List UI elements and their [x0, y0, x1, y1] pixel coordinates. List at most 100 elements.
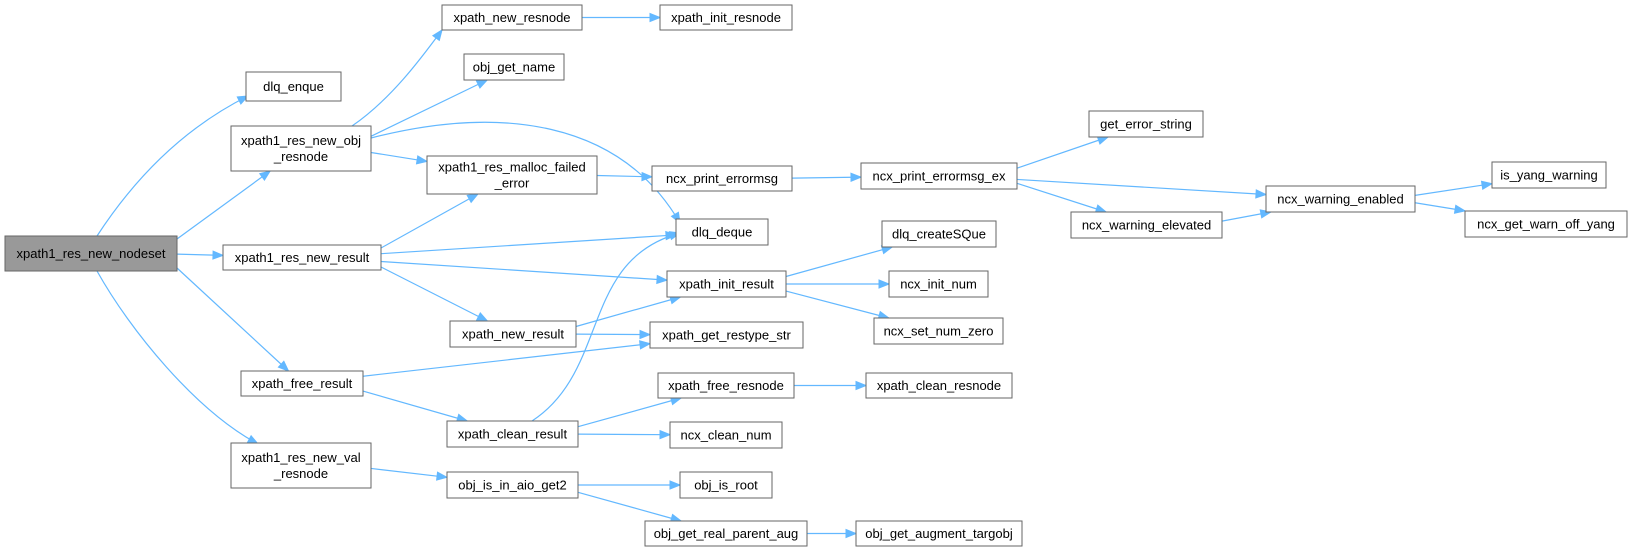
node-box[interactable]: [240, 370, 364, 397]
node-label: xpath1_res_new_result: [235, 250, 370, 265]
node-box[interactable]: [657, 372, 795, 399]
edge-init_result-to-init_num: [786, 279, 891, 289]
node-label: dlq_enque: [263, 79, 324, 94]
node-obj_is_in_aio[interactable]: obj_is_in_aio_get2: [446, 471, 579, 499]
node-box[interactable]: [1265, 185, 1416, 213]
node-box[interactable]: [659, 4, 793, 31]
node-box[interactable]: [860, 162, 1018, 190]
node-new_result1[interactable]: xpath1_res_new_result: [222, 244, 382, 271]
node-init_result[interactable]: xpath_init_result: [666, 270, 787, 298]
node-box[interactable]: [669, 421, 783, 449]
edge-init_result-to-create_sque: [785, 245, 894, 278]
node-clean_resnode[interactable]: xpath_clean_resnode: [865, 372, 1013, 399]
node-label: xpath_free_resnode: [668, 378, 784, 393]
node-box[interactable]: [1491, 161, 1607, 189]
node-box[interactable]: [4, 235, 178, 272]
node-dlq_deque[interactable]: dlq_deque: [675, 218, 769, 246]
node-label: xpath1_res_malloc_failed: [438, 160, 585, 175]
node-print_errormsg_ex[interactable]: ncx_print_errormsg_ex: [860, 162, 1018, 190]
node-box[interactable]: [230, 125, 372, 172]
node-label: _error: [494, 176, 530, 191]
node-box[interactable]: [446, 420, 579, 448]
node-get_restype_str[interactable]: xpath_get_restype_str: [649, 321, 804, 349]
node-box[interactable]: [449, 320, 577, 348]
node-box[interactable]: [651, 165, 793, 192]
node-new_result2[interactable]: xpath_new_result: [449, 320, 577, 348]
node-label: obj_get_name: [473, 60, 555, 75]
node-init_resnode[interactable]: xpath_init_resnode: [659, 4, 793, 31]
node-box[interactable]: [245, 71, 342, 102]
node-box[interactable]: [855, 520, 1023, 547]
node-label: ncx_init_num: [900, 277, 977, 292]
node-box[interactable]: [463, 53, 565, 81]
edge-free_resnode-to-clean_resnode: [794, 380, 868, 391]
node-init_num[interactable]: ncx_init_num: [888, 270, 989, 298]
node-box[interactable]: [1464, 210, 1628, 238]
node-box[interactable]: [649, 321, 804, 349]
node-box[interactable]: [873, 317, 1004, 345]
node-new_val_resnode[interactable]: xpath1_res_new_val_resnode: [230, 442, 372, 489]
edge-warning_elevated-to-warning_enabled: [1221, 209, 1273, 222]
node-label: xpath_free_result: [252, 376, 353, 391]
edge-warning_enabled-to-warn_off_yang: [1414, 202, 1467, 214]
edge-root-to-new_val_resnode: [96, 270, 260, 445]
node-new_obj_resnode[interactable]: xpath1_res_new_obj_resnode: [230, 125, 372, 172]
edge-obj_is_in_aio-to-obj_is_root: [578, 480, 682, 490]
node-box[interactable]: [666, 270, 787, 298]
edge-new_result1-to-dlq_deque: [380, 230, 678, 255]
edge-real_parent_aug-to-augment_targobj: [807, 528, 858, 539]
node-dlq_enque[interactable]: dlq_enque: [245, 71, 342, 102]
node-box[interactable]: [865, 372, 1013, 399]
node-set_num_zero[interactable]: ncx_set_num_zero: [873, 317, 1004, 345]
edge-malloc_failed-to-print_errormsg: [596, 171, 654, 182]
node-obj_is_root[interactable]: obj_is_root: [679, 471, 773, 499]
edge-new_obj_resnode-to-new_resnode: [351, 28, 443, 127]
node-free_result[interactable]: xpath_free_result: [240, 370, 364, 397]
node-label: xpath_new_resnode: [453, 10, 570, 25]
node-box[interactable]: [446, 471, 579, 499]
node-label: _resnode: [273, 466, 328, 481]
edge-print_errormsg_ex-to-get_error_string: [1016, 135, 1110, 169]
node-free_resnode[interactable]: xpath_free_resnode: [657, 372, 795, 399]
node-label: dlq_createSQue: [892, 227, 986, 242]
node-label: obj_is_in_aio_get2: [458, 478, 566, 493]
node-print_errormsg[interactable]: ncx_print_errormsg: [651, 165, 793, 192]
node-clean_result[interactable]: xpath_clean_result: [446, 420, 579, 448]
node-real_parent_aug[interactable]: obj_get_real_parent_aug: [644, 520, 808, 547]
edge-new_result1-to-init_result: [380, 260, 669, 285]
node-box[interactable]: [222, 244, 382, 271]
edge-new_result2-to-get_restype_str: [575, 329, 652, 340]
node-warning_enabled[interactable]: ncx_warning_enabled: [1265, 185, 1416, 213]
node-box[interactable]: [679, 471, 773, 499]
node-create_sque[interactable]: dlq_createSQue: [881, 220, 997, 248]
call-graph-nodes: xpath1_res_new_nodeset dlq_enque xpath1_re…: [4, 4, 1628, 547]
edge-new_obj_resnode-to-malloc_failed: [370, 151, 429, 165]
node-root[interactable]: xpath1_res_new_nodeset: [4, 235, 178, 272]
node-augment_targobj[interactable]: obj_get_augment_targobj: [855, 520, 1023, 547]
node-label: ncx_print_errormsg: [666, 171, 778, 186]
node-warning_elevated[interactable]: ncx_warning_elevated: [1070, 211, 1223, 239]
edge-root-to-dlq_enque: [96, 95, 250, 237]
node-get_error_string[interactable]: get_error_string: [1088, 110, 1204, 138]
node-box[interactable]: [230, 442, 372, 489]
node-box[interactable]: [1070, 211, 1223, 239]
node-malloc_failed[interactable]: xpath1_res_malloc_failed_error: [426, 155, 598, 195]
node-label: xpath1_res_new_val: [241, 450, 360, 465]
edge-root-to-new_result1: [176, 250, 225, 260]
node-box[interactable]: [644, 520, 808, 547]
node-label: get_error_string: [1100, 117, 1192, 132]
node-box[interactable]: [881, 220, 997, 248]
edge-new_val_resnode-to-obj_is_in_aio: [370, 467, 449, 481]
node-box[interactable]: [888, 270, 989, 298]
node-is_yang_warning[interactable]: is_yang_warning: [1491, 161, 1607, 189]
node-box[interactable]: [426, 155, 598, 195]
node-label: ncx_set_num_zero: [884, 324, 994, 339]
node-box[interactable]: [441, 4, 583, 31]
node-box[interactable]: [675, 218, 769, 246]
node-obj_get_name[interactable]: obj_get_name: [463, 53, 565, 81]
node-new_resnode[interactable]: xpath_new_resnode: [441, 4, 583, 31]
node-clean_num[interactable]: ncx_clean_num: [669, 421, 783, 449]
edge-free_result-to-clean_result: [362, 390, 469, 423]
node-warn_off_yang[interactable]: ncx_get_warn_off_yang: [1464, 210, 1628, 238]
node-box[interactable]: [1088, 110, 1204, 138]
